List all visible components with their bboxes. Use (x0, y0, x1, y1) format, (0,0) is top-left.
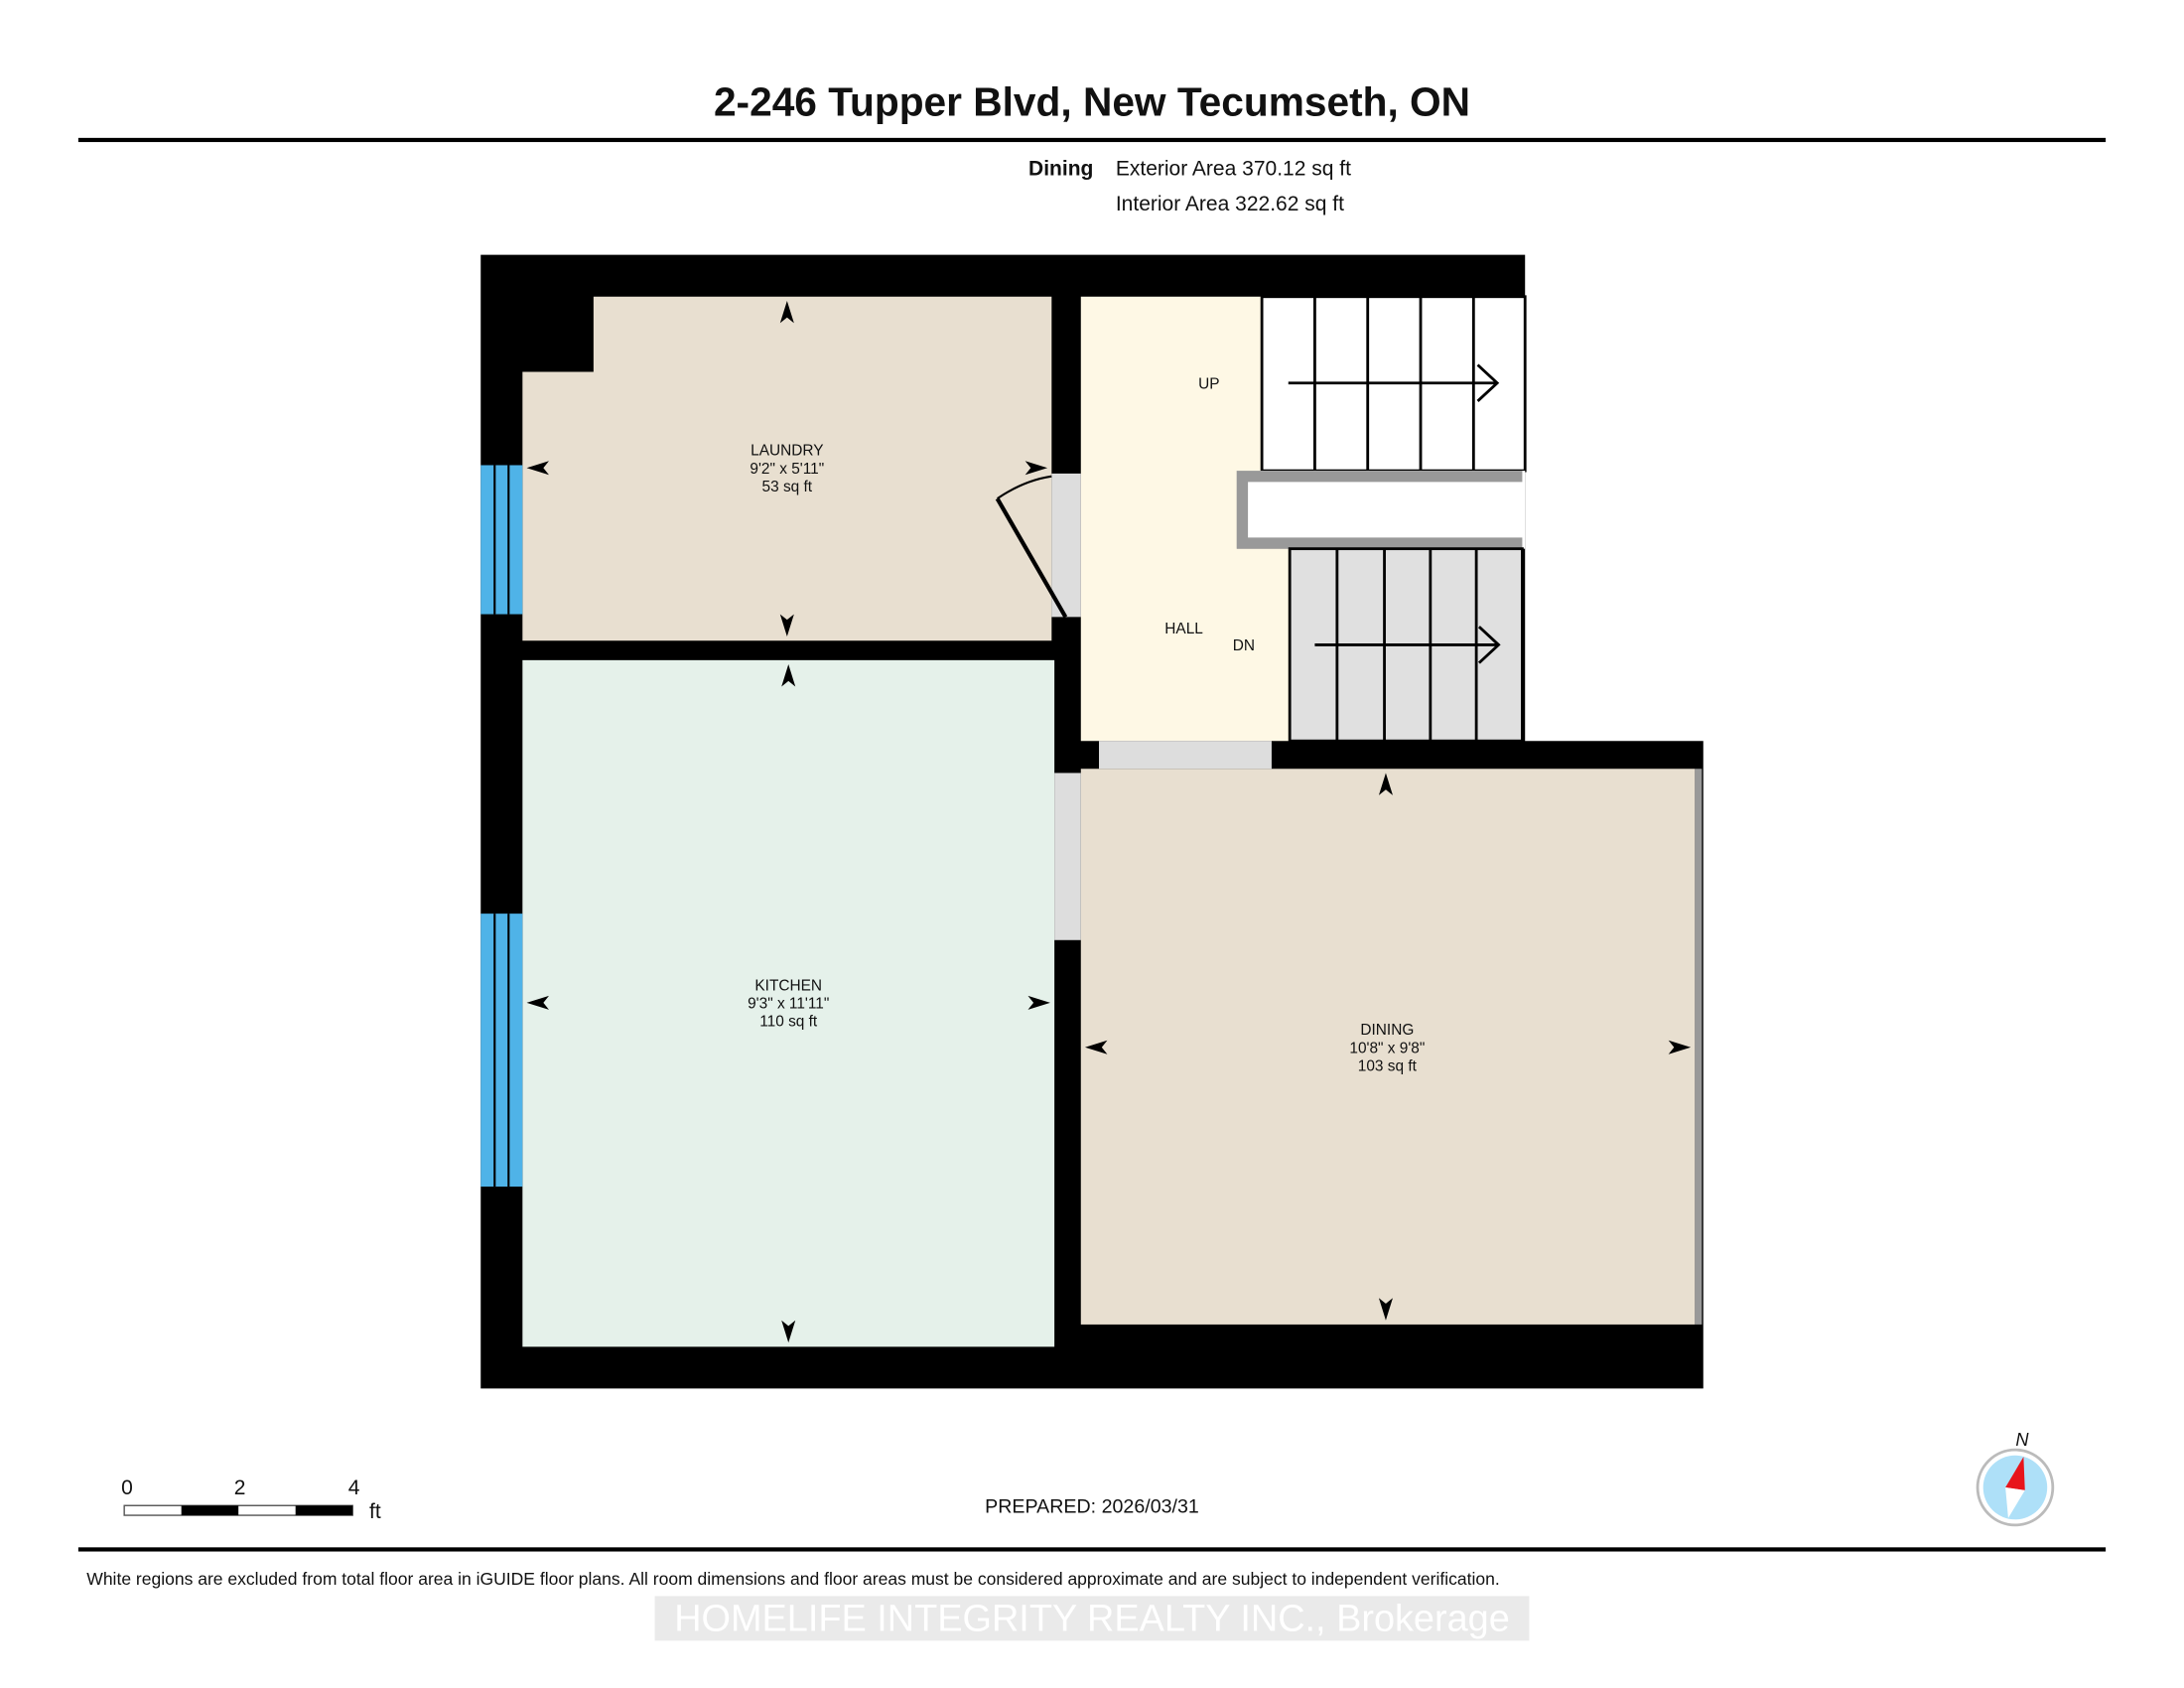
kitchen-label: KITCHEN (754, 977, 822, 994)
compass-north-label: N (2015, 1429, 2029, 1450)
scale-tick-0: 0 (121, 1477, 133, 1499)
watermark: HOMELIFE INTEGRITY REALTY INC., Brokerag… (674, 1598, 1510, 1639)
laundry-label: LAUNDRY (751, 443, 823, 460)
room-laundry (522, 296, 1052, 641)
dining-area: 103 sq ft (1358, 1058, 1418, 1075)
scale-tick-2: 2 (234, 1477, 246, 1499)
scale-tick-4: 4 (348, 1477, 360, 1499)
dining-east-railing (1695, 769, 1703, 1325)
laundry-area: 53 sq ft (762, 479, 813, 495)
floor-name: Dining (1028, 158, 1093, 181)
window-laundry (480, 465, 523, 615)
stairs-up-label: UP (1198, 375, 1219, 392)
kitchen-area: 110 sq ft (759, 1014, 818, 1031)
hall-label: HALL (1164, 621, 1203, 637)
doorway-kitchen-dining (1054, 773, 1081, 940)
stairs-down-label: DN (1233, 637, 1255, 654)
laundry-dimensions: 9'2" x 5'11" (750, 461, 824, 478)
stair-railing (1236, 471, 1523, 549)
door-swing (995, 475, 1068, 619)
scale-bar: 0 2 4 ft (121, 1477, 381, 1523)
page-title: 2-246 Tupper Blvd, New Tecumseth, ON (714, 78, 1470, 124)
stair-landing (1236, 471, 1526, 549)
interior-area: Interior Area 322.62 sq ft (1116, 193, 1344, 215)
stairs-up (1260, 295, 1527, 473)
doorway-laundry-hall (1051, 473, 1081, 618)
exterior-area: Exterior Area 370.12 sq ft (1116, 158, 1351, 181)
prepared-date: PREPARED: 2026/03/31 (985, 1495, 1199, 1517)
watermark-bg (654, 1596, 1530, 1641)
room-dining (1080, 769, 1696, 1325)
dining-label: DINING (1360, 1022, 1414, 1039)
scale-unit: ft (369, 1500, 381, 1523)
room-kitchen (522, 659, 1055, 1347)
header-divider (77, 137, 2107, 143)
compass-icon: N (1976, 1429, 2055, 1527)
room-hall (1080, 296, 1291, 742)
stairs-down (1288, 547, 1524, 743)
kitchen-dimensions: 9'3" x 11'11" (748, 996, 829, 1013)
doorway-hall-dining (1099, 741, 1272, 770)
footer-divider (77, 1547, 2107, 1552)
dimension-arrows (526, 300, 1692, 1343)
window-kitchen (480, 914, 523, 1188)
disclaimer: White regions are excluded from total fl… (86, 1569, 1499, 1589)
dining-dimensions: 10'8" x 9'8" (1349, 1040, 1425, 1056)
